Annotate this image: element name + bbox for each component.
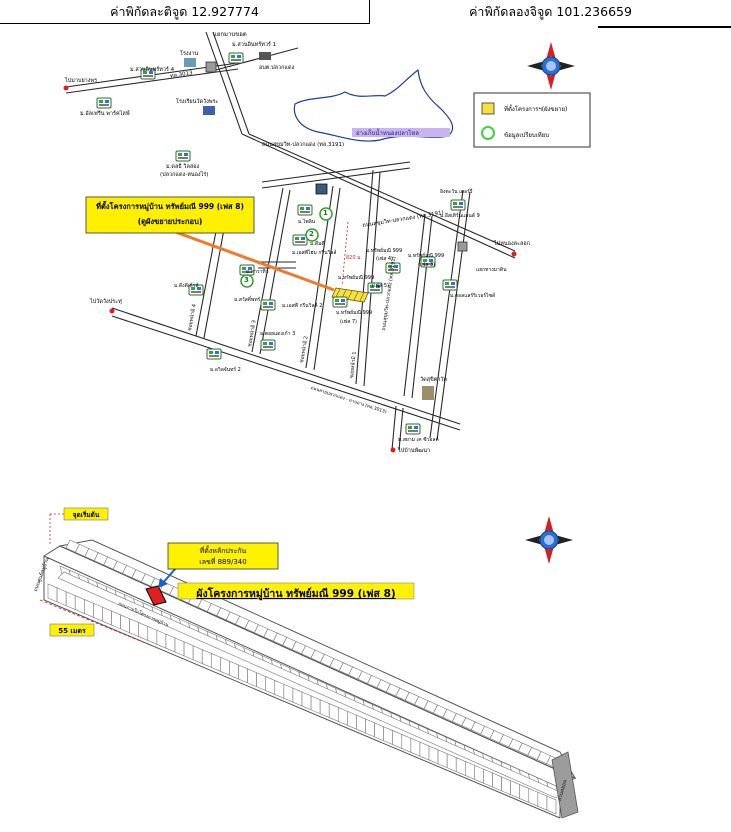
road-sukhumvit-vertical-label: ถนนสุขุมวิท-ปลวกแดง (ทล.3191) <box>380 256 398 331</box>
village-999-4-sub-label: (เฟส 4) <box>376 256 393 262</box>
road-sukhumvit-lower-label: ถนนสุขุมวิท-ปลวกแดง (ทล.3191) <box>362 210 445 229</box>
junction-top <box>205 61 217 73</box>
junction-top-label: แยกมาบขอด <box>213 31 247 38</box>
project-site-sub-label: (ดูผังขยายประกอบ) <box>137 217 203 226</box>
distance-label: 820 ม. <box>346 255 363 261</box>
reference-markers <box>240 207 333 288</box>
marker-1-label: 1 <box>323 209 328 217</box>
village-moonrak-label: ม.อัลเฟรีน พาร์คไลฟ์ <box>80 111 130 117</box>
village-sawat-label: ม.สวัสดิ์พทร์ <box>234 297 261 303</box>
legend-reference-circle <box>481 126 495 140</box>
village-esp2-label: ม.เอสพี กรีนวิลล์ 2 <box>282 303 323 309</box>
reservoir-label: อ่างเก็บน้ำหนองปลาไหล <box>356 130 419 137</box>
factory-label: โรงงาน <box>180 51 199 57</box>
village-kandee-label: ม.ดลธี วิลล่อง <box>166 164 200 170</box>
village-2b-label: ม.เอสพีไฮม กรีนวิลล์ <box>292 250 337 256</box>
wat-label: วัดสุขิตาวัด <box>420 377 448 383</box>
latitude-label: ค่าพิกัดละติจูด 12.927774 <box>0 0 370 24</box>
village-999-7-sub-label: (เฟส 7) <box>340 319 357 325</box>
village-sawan-4-label: ม.สวนอินทร์ทวร์ 4 <box>130 67 175 73</box>
reservoir-label-bg <box>352 128 450 137</box>
legend-reference-label: ข้อมูลเปรียบเทียบ <box>504 132 550 139</box>
junction-mabtaphut-label: แยกทางมาดิน <box>476 267 507 273</box>
temple-icon <box>422 386 434 400</box>
village-asia9-label: ม.อีสเทิร์นแลนด์ 9 <box>440 213 480 219</box>
road-sukhumvit-upper-label: ถนนสุขุมวิท-ปลวกแดง (ทล.3191) <box>262 142 345 148</box>
village-999-5-sub-label: (เฟส 5) <box>372 283 389 289</box>
village-3-label: ม.ดาราทิว <box>246 269 269 275</box>
district-office-icon <box>259 52 271 60</box>
to-rayong-label: ไปมาบยางพร <box>65 78 98 84</box>
soi-2-label: ซอยหน้ามิ 2 <box>298 335 310 364</box>
village-kaew-label: ม.ดีงดีเก้าส์ <box>174 283 199 289</box>
village-999-5-label: ม.ทรัพย์มณี 999 <box>338 275 375 281</box>
village-suk3-label: ม.ตอยแดงเก้า 3 <box>260 331 296 337</box>
village-ideal-label: ม.ดอลแลร์ริเวอร์ไซด์ <box>450 293 496 299</box>
project-site-box <box>85 196 255 234</box>
longitude-label: ค่าพิกัดลองจิจูด 101.236659 <box>469 4 632 19</box>
coordinate-header: ค่าพิกัดละติจูด 12.927774 ค่าพิกัดลองจิจ… <box>0 0 731 24</box>
village-kandee-sub-label: (ปลวกแดง-หนองไร่) <box>160 172 209 178</box>
distance-line <box>341 221 349 287</box>
school-wat-label: โรงเรียนวัดวังพระ <box>176 99 219 105</box>
school-icon <box>203 106 215 115</box>
map-legend <box>473 92 591 148</box>
village-stamp-label: ม.สยาม เค ซีวอลด์ <box>398 437 439 443</box>
village-1-label: ม.ไพลิน <box>298 219 316 225</box>
road-network <box>65 31 516 451</box>
legend-site-swatch <box>481 102 495 115</box>
district-office-label: อบต.ปลวกแดง <box>259 65 295 71</box>
reservoir-shape <box>293 68 454 142</box>
village-999-3-label: ม.ทรัพย์มณี 999 <box>408 253 445 259</box>
to-nong-lalok-label: ไปหนองละลอก <box>494 241 530 247</box>
village-999-4-label: ม.ทรัพย์มณี 999 <box>366 248 403 254</box>
route-endpoints <box>63 85 517 453</box>
village-2a-label: ม.ดีมดี <box>310 241 325 247</box>
site-leader-line <box>169 228 335 292</box>
marker-3-label: 3 <box>244 276 249 284</box>
village-999-7-label: ม.ทรัพย์มณี 999 <box>336 310 373 316</box>
village-sawan-1-label: ม.สวนอินทร์ทวร์ 1 <box>232 42 277 48</box>
to-pattaya-label: ไปบ้านพัฒนา <box>398 448 431 454</box>
junction-right <box>457 241 468 252</box>
soi-1-label: ซอยหน้ามิ 1 <box>348 351 358 379</box>
legend-site-label: ที่ตั้งโครงการฯ(ผังขยาย) <box>504 106 568 113</box>
village-wangchan-label: ม.อวิลจันทร์ 2 <box>210 367 241 373</box>
road-bottom-label: ถนนสายปลวกแดง - มาบยาง (ทล.3013) <box>309 385 387 416</box>
soi-4-label: ซอยหน้ามิ 4 <box>186 303 198 332</box>
soi-3-label: ซอยหน้ามิ 3 <box>246 319 258 348</box>
project-site-label: ที่ตั้งโครงการหมู่บ้าน ทรัพย์มณี 999 (เฟ… <box>96 202 244 211</box>
coordinate-underline <box>598 26 731 28</box>
village-999-3-sub-label: (เฟส 3) <box>418 262 435 268</box>
village-erawan-label: อิงตะวัน เดอร์รี่ <box>440 189 473 195</box>
road-3013-label: ทล.3013 <box>169 70 194 80</box>
bridge-icon <box>315 183 328 195</box>
factory-icon <box>184 58 196 67</box>
marker-2-label: 2 <box>309 230 314 238</box>
to-wat-pracha-label: ไปวัดวังประทุ่ <box>90 299 122 305</box>
